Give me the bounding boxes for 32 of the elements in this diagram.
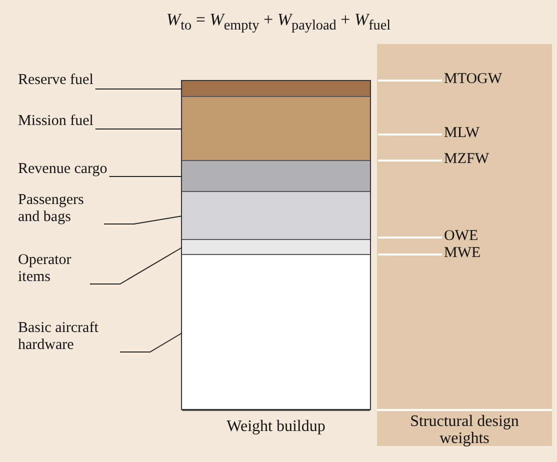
weight-band [182, 81, 370, 97]
leader-line [90, 247, 182, 284]
part-label: Mission fuel [18, 113, 94, 130]
part-label: Passengers and bags [18, 192, 102, 226]
part-label: Revenue cargo [18, 161, 108, 178]
leader-line [378, 160, 442, 162]
panel-caption: Structural design weights [409, 413, 520, 447]
weight-band [182, 192, 370, 240]
weight-label: MWE [444, 245, 481, 262]
part-label: Basic aircraft hardware [18, 320, 118, 354]
leader-line [378, 236, 442, 238]
leader-line [378, 134, 442, 136]
leader-line [378, 80, 442, 82]
leader-line [378, 254, 442, 256]
weight-label: MTOGW [444, 71, 502, 88]
weight-band [182, 240, 370, 255]
leader-line [94, 88, 182, 90]
formula-title: W$_{to}$ = W$_{empty}$ + W$_{payload}$ + W$_{fuel}$ [165, 10, 392, 34]
stack-caption: Weight buildup [226, 418, 326, 436]
part-label: Reserve fuel [18, 72, 94, 89]
part-label: Operator items [18, 252, 88, 286]
weight-label: MZFW [444, 151, 489, 168]
panel-background [377, 44, 552, 446]
leader-line [104, 216, 182, 224]
weight-band [182, 255, 370, 411]
leader-line [120, 332, 182, 352]
leader-line [94, 128, 182, 130]
weight-label: OWE [444, 228, 478, 245]
weight-band [182, 97, 370, 161]
weight-band [182, 161, 370, 192]
leader-line [108, 176, 182, 177]
weight-label: MLW [444, 125, 480, 142]
